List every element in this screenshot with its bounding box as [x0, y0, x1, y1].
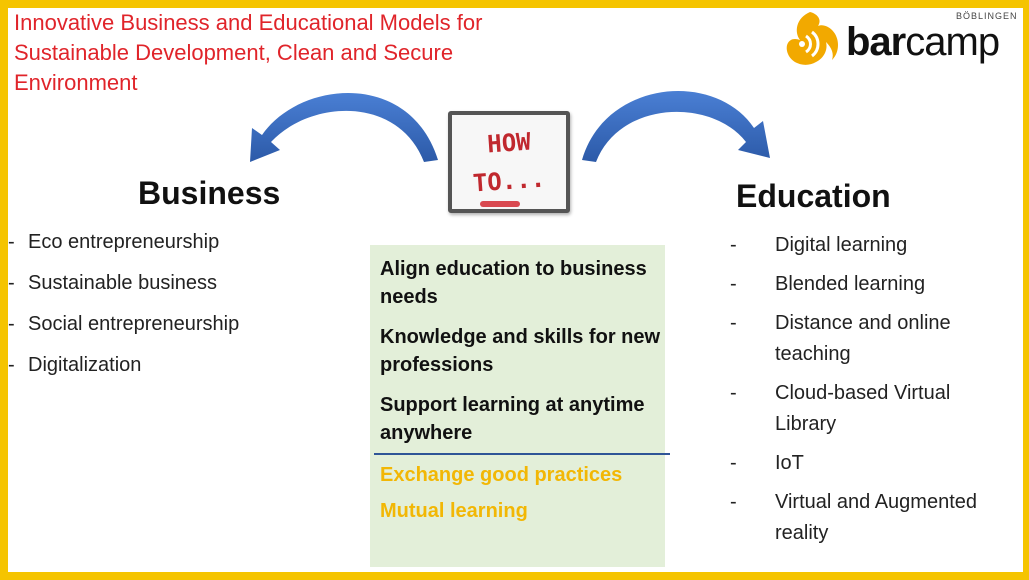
barcamp-logo: BÖBLINGEN barcamp	[776, 6, 1029, 78]
business-list: -Eco entrepreneurship -Sustainable busin…	[8, 230, 338, 394]
list-item-text: Digitalization	[28, 354, 142, 376]
title-line: Sustainable Development, Clean and Secur…	[14, 40, 454, 65]
bullet-dash: -	[8, 272, 15, 294]
education-list: - Digital learning - Blended learning - Dis…	[730, 230, 1020, 557]
bullet-dash: -	[8, 354, 15, 376]
bullet-dash: -	[730, 234, 737, 256]
title-line: Innovative Business and Educational Mode…	[14, 10, 483, 35]
left-curved-arrow-icon	[250, 92, 438, 162]
bullet-dash: -	[730, 312, 737, 334]
list-item: - Virtual and Augmented reality	[730, 487, 1020, 549]
list-item: - Digital learning	[730, 230, 1020, 261]
list-item-text: Social entrepreneurship	[28, 313, 240, 335]
how-to-answers-box: Align education to business needs Knowle…	[370, 245, 665, 567]
list-item: - Distance and online teaching	[730, 308, 1020, 370]
how-to-whiteboard: HOW TO...	[448, 111, 570, 213]
logo-subtitle: BÖBLINGEN	[956, 11, 1018, 21]
list-item: - Cloud-based Virtual Library	[730, 378, 1020, 440]
bullet-dash: -	[730, 452, 737, 474]
right-curved-arrow-icon	[582, 91, 770, 162]
education-heading: Education	[736, 178, 891, 214]
list-item-text: Sustainable business	[28, 272, 218, 294]
list-item-text: Blended learning	[775, 273, 926, 295]
logo-wordmark: barcamp	[846, 20, 1000, 65]
list-item: -Eco entrepreneurship	[8, 230, 338, 271]
list-item-text: Virtual and Augmented reality	[775, 491, 978, 544]
center-item: Support learning at anytime anywhere	[380, 394, 645, 444]
list-item-text: Distance and online teaching	[775, 312, 951, 365]
list-item: - Blended learning	[730, 269, 1020, 300]
bullet-dash: -	[8, 313, 15, 335]
center-highlight-item: Exchange good practices	[380, 464, 623, 486]
logo-wordmark-bold: bar	[846, 20, 906, 64]
list-item: -Digitalization	[8, 353, 338, 394]
bullet-dash: -	[730, 382, 737, 404]
board-text-line: TO...	[471, 164, 547, 198]
center-highlight-item: Mutual learning	[380, 500, 528, 522]
slide-title: Innovative Business and Educational Mode…	[14, 8, 614, 98]
bullet-dash: -	[730, 273, 737, 295]
list-item-text: Cloud-based Virtual Library	[775, 382, 951, 435]
business-heading: Business	[138, 175, 281, 211]
list-item: -Sustainable business	[8, 271, 338, 312]
list-item-text: IoT	[775, 452, 804, 474]
title-line: Environment	[14, 70, 138, 95]
marker-icon	[480, 201, 520, 207]
flame-icon	[786, 12, 838, 65]
center-item: Knowledge and skills for new professions	[380, 326, 661, 376]
center-item: Align education to business needs	[380, 258, 647, 308]
list-item: - IoT	[730, 448, 1020, 479]
board-text-line: HOW	[486, 127, 532, 159]
center-list: Align education to business needs Knowle…	[370, 245, 665, 525]
list-item: -Social entrepreneurship	[8, 312, 338, 353]
list-item-text: Eco entrepreneurship	[28, 231, 220, 253]
list-item-text: Digital learning	[775, 234, 908, 256]
bullet-dash: -	[8, 231, 15, 253]
center-divider	[374, 453, 670, 455]
logo-wordmark-light: camp	[905, 20, 1000, 64]
bullet-dash: -	[730, 491, 737, 513]
